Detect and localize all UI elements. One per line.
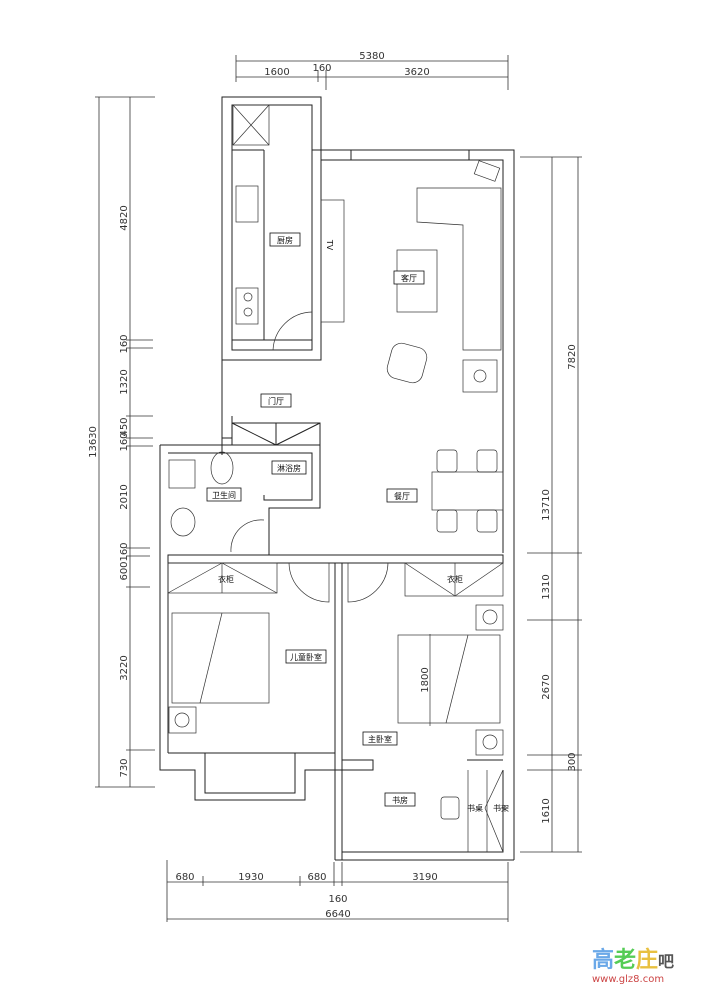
label-bathroom: 卫生间	[212, 490, 236, 500]
label-wardrobe-left: 衣柜	[218, 574, 234, 584]
label-kitchen: 厨房	[277, 235, 293, 245]
dim-left: 160	[119, 432, 130, 451]
dim-right-total: 13710	[541, 489, 552, 521]
label-bed-size: 1800	[420, 667, 431, 692]
room-labels: 厨房 客厅 门厅 卫生间 淋浴房 餐厅 衣柜 衣柜 儿童卧室 主卧室 书房 书桌…	[206, 232, 509, 813]
fridge-icon	[232, 104, 270, 146]
dim-bottom: 680	[175, 872, 194, 883]
dim-left: 1320	[119, 369, 130, 394]
dim-bottom: 160	[328, 894, 347, 905]
furniture	[167, 104, 504, 853]
armchair-icon	[386, 342, 428, 384]
dim-top: 160	[312, 63, 331, 74]
toilet-icon	[210, 451, 234, 485]
basin-icon	[168, 459, 196, 489]
dim-top: 3620	[404, 67, 429, 78]
dim-left: 450	[119, 417, 130, 436]
dim-right: 1310	[541, 574, 552, 599]
stove-icon	[235, 287, 259, 325]
lamp-icon	[473, 369, 487, 383]
watermark-url: www.glz8.com	[592, 974, 665, 985]
dim-right: 300	[567, 752, 578, 771]
wardrobe-right	[404, 562, 504, 597]
dim-bottom-total: 6640	[325, 909, 350, 920]
dim-bottom: 680	[307, 872, 326, 883]
sink-icon	[235, 185, 259, 223]
label-shower: 淋浴房	[277, 463, 301, 473]
label-bookshelf: 书架	[493, 803, 509, 813]
top-dimensions: 5380 1600 160 3620	[235, 51, 509, 90]
label-foyer: 门厅	[268, 396, 284, 406]
dim-bottom: 3190	[412, 872, 437, 883]
chair-icon	[440, 796, 460, 820]
door-swing	[272, 311, 313, 351]
kids-bed-icon	[171, 612, 270, 704]
dim-right: 1610	[541, 798, 552, 823]
dim-left: 4820	[119, 205, 130, 230]
dim-top: 1600	[264, 67, 289, 78]
dining-table	[431, 471, 504, 511]
dim-left: 730	[119, 758, 130, 777]
master-bed-icon	[397, 634, 501, 724]
sofa-icon	[416, 187, 502, 351]
dim-top-total: 5380	[359, 51, 384, 62]
dim-left: 3220	[119, 655, 130, 680]
label-living: 客厅	[401, 273, 417, 283]
label-tv: TV	[325, 239, 334, 251]
washbasin-icon	[170, 507, 196, 537]
dim-bottom: 1930	[238, 872, 263, 883]
label-kids-bedroom: 儿童卧室	[290, 652, 322, 662]
watermark-logo: 高老庄吧 www.glz8.com	[592, 942, 674, 985]
dim-right: 7820	[567, 344, 578, 369]
dim-right: 2670	[541, 674, 552, 699]
dim-left: 160	[119, 542, 130, 561]
label-desk: 书桌	[467, 803, 483, 813]
left-dimensions: 13630 4820 160 1320 450 160 2010 160 600…	[88, 96, 155, 788]
dim-left: 600	[119, 561, 130, 580]
right-dimensions: 7820 13710 1310 2670 300 1610	[520, 156, 582, 853]
label-wardrobe-right: 衣柜	[447, 574, 463, 584]
label-dining: 餐厅	[394, 492, 410, 501]
dim-left: 160	[119, 334, 130, 353]
tv-cabinet	[320, 199, 345, 323]
label-study: 书房	[392, 795, 408, 805]
label-master-bedroom: 主卧室	[368, 734, 392, 744]
bottom-dimensions: 680 1930 680 160 3190 6640	[166, 860, 509, 922]
walls	[159, 96, 515, 861]
dim-left: 2010	[119, 484, 130, 509]
watermark-logo-text: 高老庄吧	[592, 947, 675, 973]
dim-left-total: 13630	[88, 426, 99, 458]
